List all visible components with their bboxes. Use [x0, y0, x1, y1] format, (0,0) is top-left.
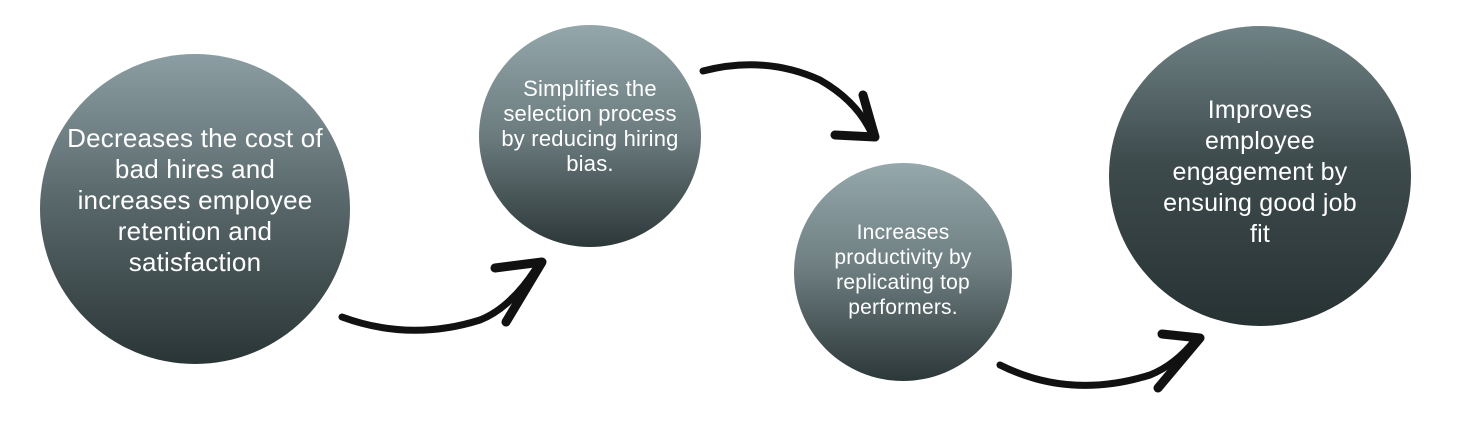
- step-1-text: Decreases the cost of bad hires and incr…: [67, 122, 323, 277]
- step-2-text: Simplifies the selection process by redu…: [501, 76, 679, 176]
- step-3-circle: Increases productivity by replicating to…: [794, 163, 1012, 381]
- arrow-1-icon: [338, 257, 547, 334]
- step-4-text: Improves employee engagement by ensuing …: [1163, 95, 1357, 248]
- arrow-2-icon: [699, 61, 880, 142]
- step-1-circle: Decreases the cost of bad hires and incr…: [40, 54, 350, 364]
- step-4-circle: Improves employee engagement by ensuing …: [1109, 26, 1411, 326]
- step-3-text: Increases productivity by replicating to…: [834, 220, 972, 319]
- step-2-circle: Simplifies the selection process by redu…: [479, 25, 701, 247]
- arrow-3-icon: [996, 329, 1205, 393]
